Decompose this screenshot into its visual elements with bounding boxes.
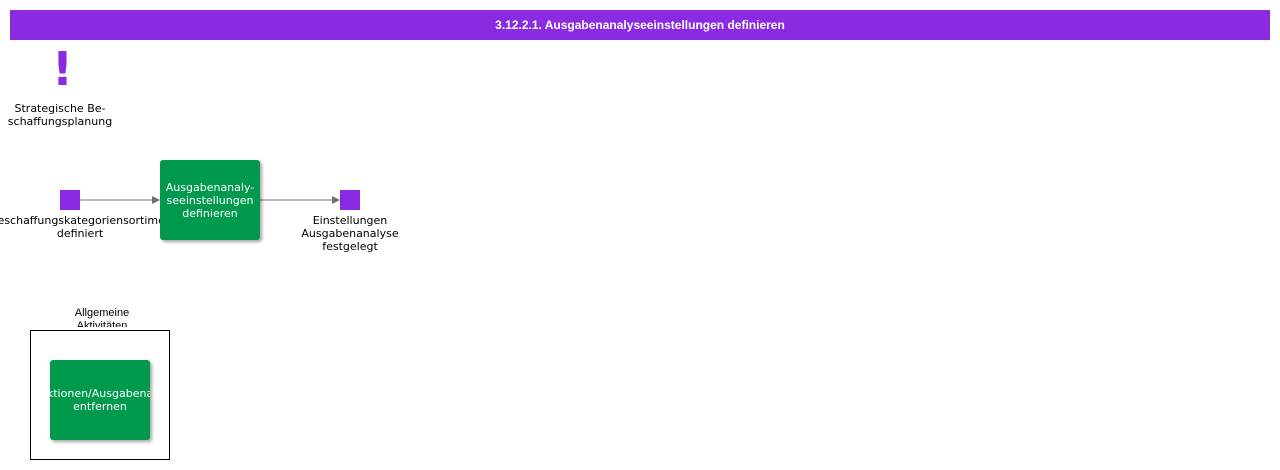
- main-task[interactable]: Ausgabenanaly- seeinstellungen definiere…: [160, 160, 260, 240]
- main-task-label: Ausgabenanaly- seeinstellungen definiere…: [165, 180, 255, 220]
- group-task-label: Transaktionen/Ausgabenanalyse entfernen: [50, 387, 150, 413]
- diagram-title: 3.12.2.1. Ausgabenanalyseeinstellungen d…: [495, 18, 785, 32]
- exclamation-icon: !: [52, 42, 73, 96]
- start-event[interactable]: [60, 190, 80, 210]
- group-task[interactable]: Transaktionen/Ausgabenanalyse entfernen: [50, 360, 150, 440]
- group-title: Allgemeine Aktivitäten: [74, 307, 130, 327]
- start-event-label: Beschaffungskategoriensortiment definier…: [0, 214, 177, 240]
- end-event[interactable]: [340, 190, 360, 210]
- group-box: [30, 330, 170, 460]
- diagram-title-bar: 3.12.2.1. Ausgabenanalyseeinstellungen d…: [10, 10, 1270, 40]
- end-event-label: Einstellungen Ausgabenanalyse festgelegt: [301, 214, 399, 253]
- trigger-label: Strategische Be- schaffungsplanung: [7, 102, 113, 128]
